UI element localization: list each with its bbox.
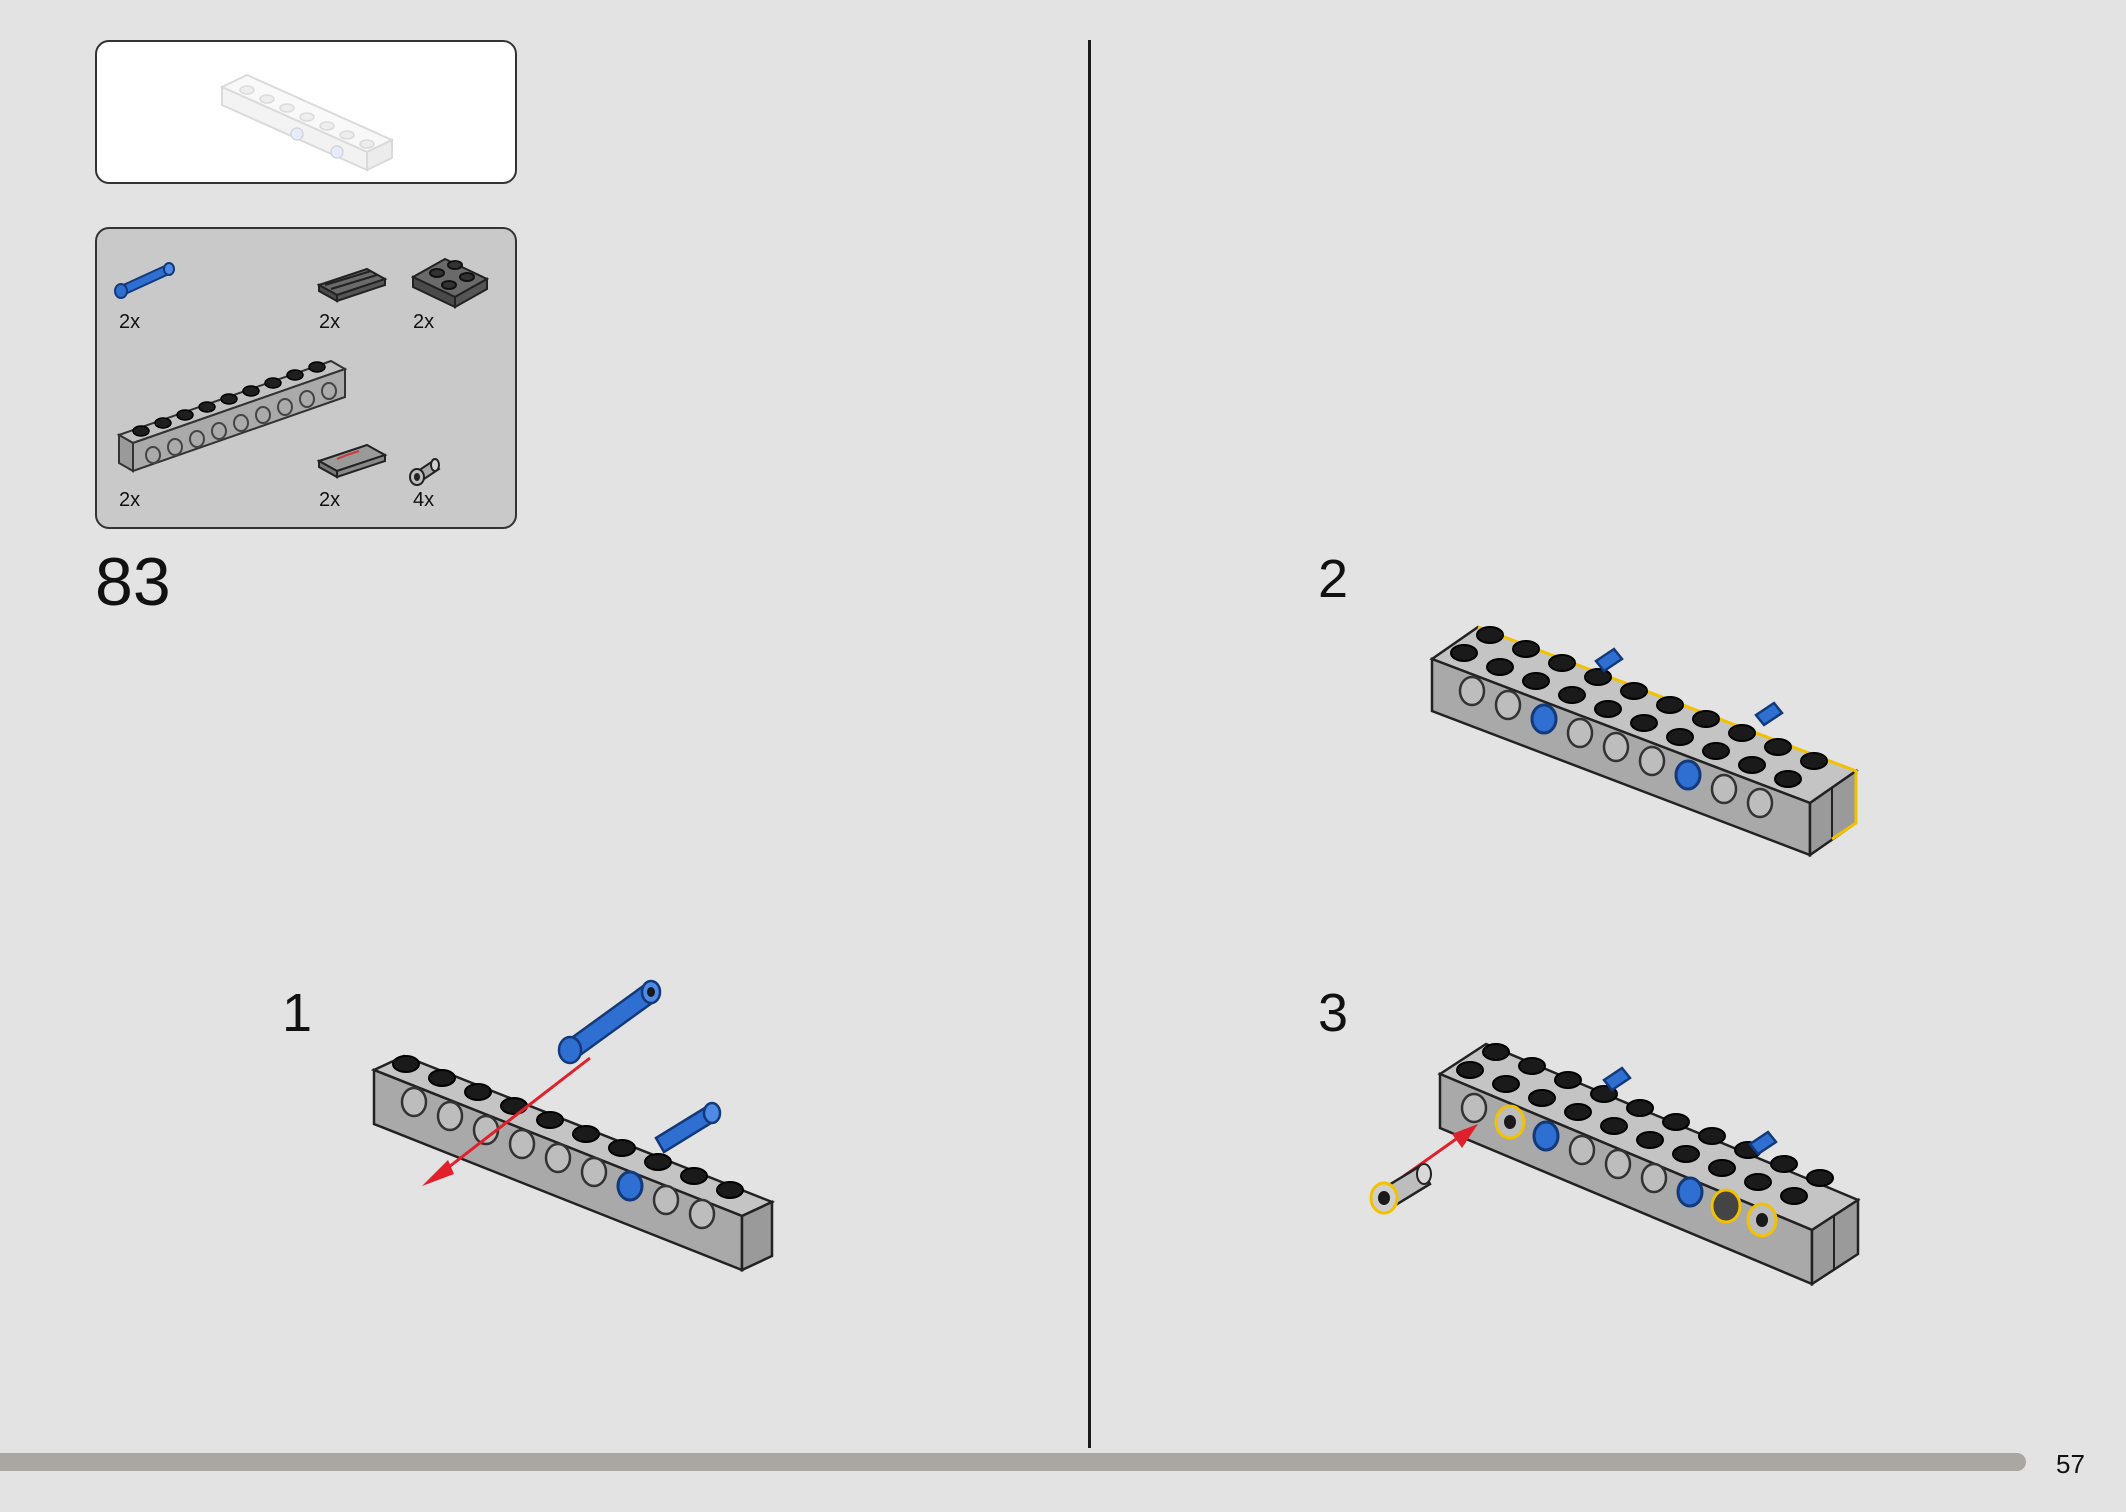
grey-bush-pin-icon: [409, 458, 441, 486]
part-qty-bush-pin: 4x: [413, 489, 435, 511]
blue-axle-pin-icon: [114, 262, 175, 299]
part-qty-blue-axle-pin: 2x: [119, 311, 141, 333]
part-qty-technic-brick: 2x: [119, 489, 141, 511]
dark-grey-tile-grille-icon: [316, 267, 388, 303]
dark-grey-plate-icon: [410, 257, 490, 309]
grey-printed-tile-icon: [316, 443, 388, 479]
substep-3-illustration: [1369, 1042, 1861, 1287]
step-number: 83: [95, 544, 171, 620]
page-number: 57: [2056, 1449, 2085, 1479]
parts-list-box: 2x 2x 2x 2x 2x 4x: [95, 227, 517, 529]
submodel-preview-box: [95, 40, 517, 184]
grey-technic-brick-icon: [116, 359, 348, 473]
page-divider: [1088, 40, 1091, 1448]
part-qty-printed-tile: 2x: [319, 489, 341, 511]
substep-1-illustration: [370, 979, 776, 1272]
progress-bar: [0, 1453, 2026, 1471]
substep-2-illustration: [1429, 625, 1859, 858]
substep-label-2: 2: [1318, 549, 1349, 609]
parts-illustration: [114, 257, 490, 486]
part-qty-dark-grey-plate: 2x: [413, 311, 435, 333]
substep-label-1: 1: [282, 983, 313, 1043]
part-qty-dark-grey-tile-grille: 2x: [319, 311, 341, 333]
submodel-preview-image: [219, 73, 395, 172]
substep-label-3: 3: [1318, 983, 1349, 1043]
